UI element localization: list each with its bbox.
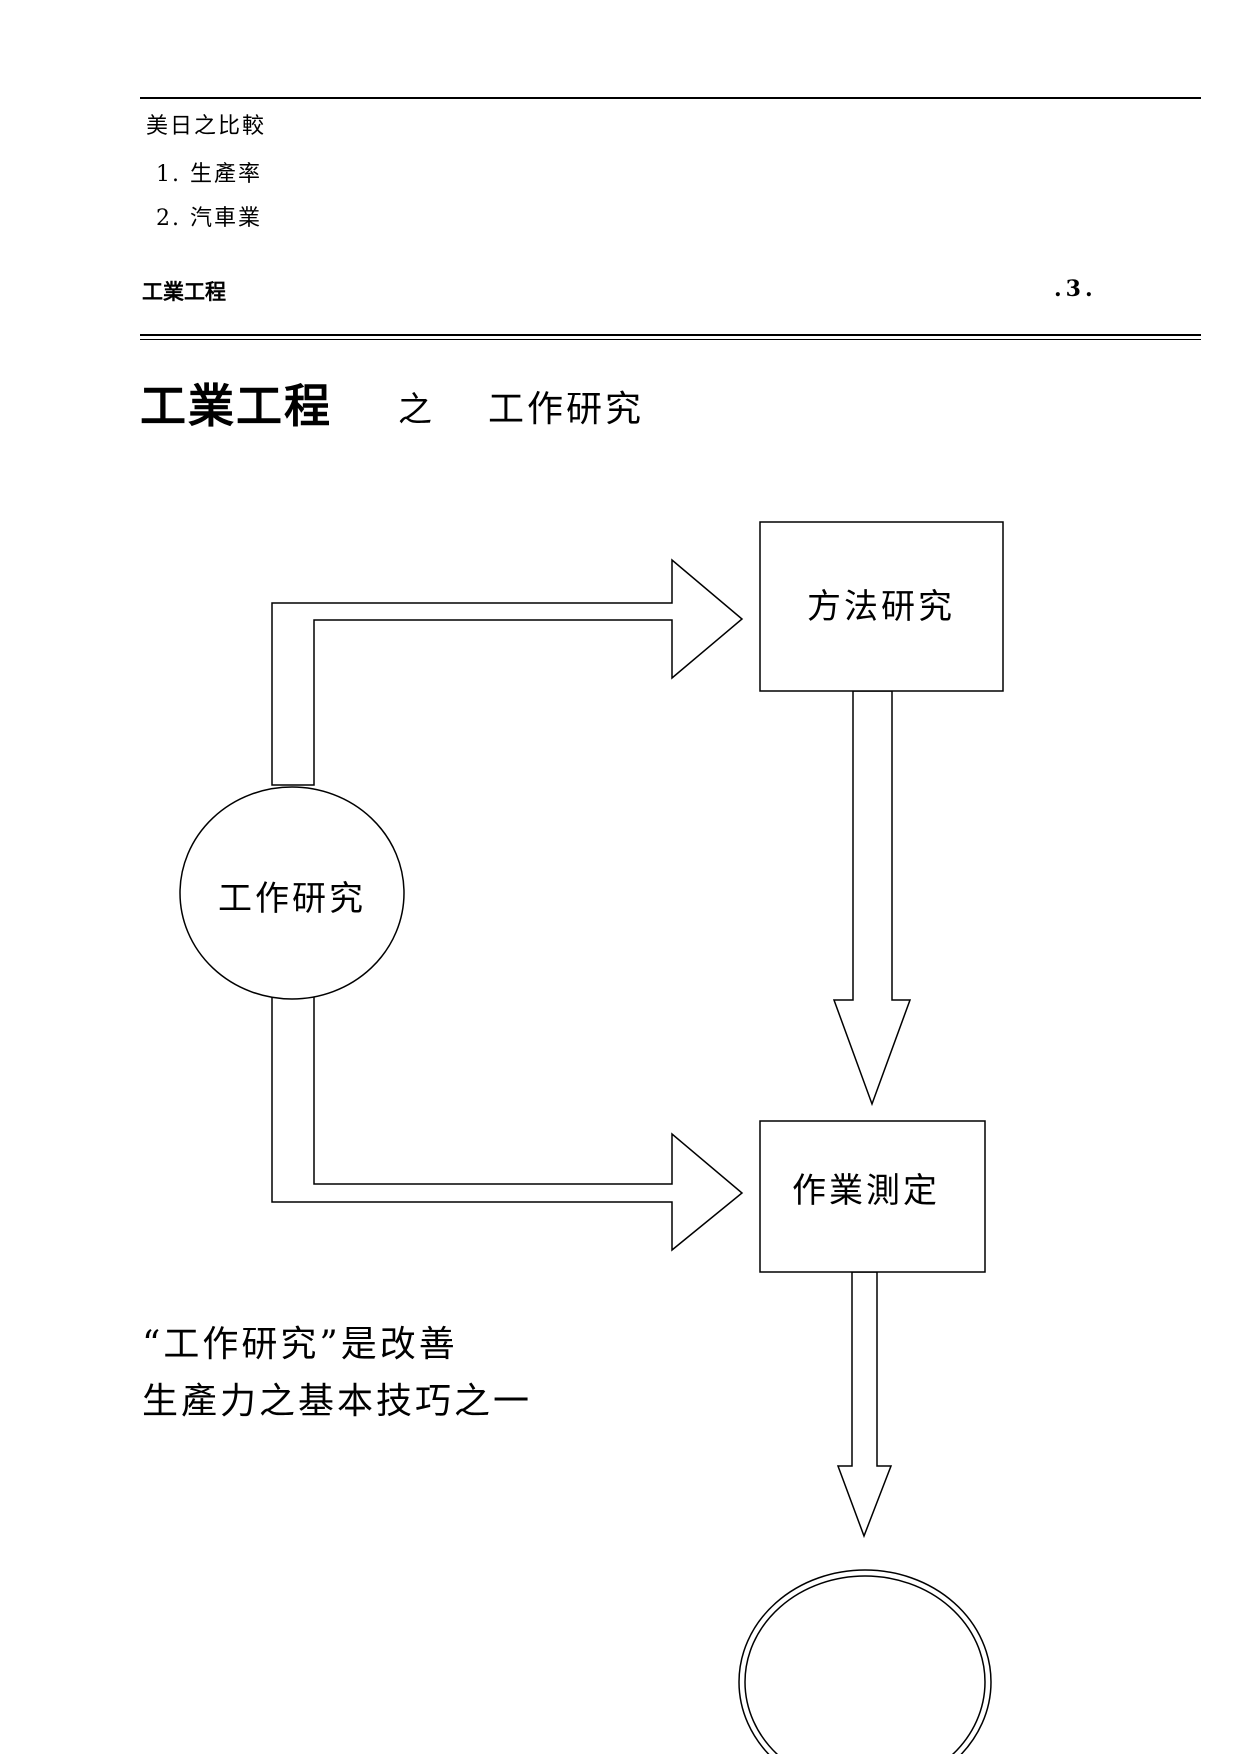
title-connector: 之 (398, 390, 432, 430)
work-study-node (179, 786, 405, 1000)
arrow-to-method-study (271, 558, 744, 786)
header-rule-thick (140, 334, 1201, 336)
toc-item: 2. 汽車業 (156, 206, 262, 231)
arrow-down-to-result (836, 1271, 893, 1539)
arrow-down-to-work-measurement (832, 690, 912, 1107)
toc-heading: 美日之比較 (146, 114, 267, 139)
work-study-label: 工作研究 (218, 879, 366, 919)
arrow-to-work-measurement (271, 984, 744, 1252)
top-rule (140, 97, 1201, 99)
work-measurement-label: 作業測定 (792, 1171, 940, 1211)
page-title: 工業工程 (140, 379, 332, 433)
page-number: .3. (1054, 276, 1097, 302)
note-line-1: “工作研究”是改善 (142, 1324, 458, 1365)
method-study-box (759, 521, 1004, 692)
method-study-label: 方法研究 (807, 587, 955, 627)
result-circle-inner (744, 1575, 986, 1754)
work-measurement-box (759, 1120, 986, 1273)
page-subtitle: 工作研究 (488, 389, 645, 430)
header-rule-thin (140, 339, 1201, 340)
note-line-2: 生產力之基本技巧之一 (142, 1381, 533, 1422)
running-header-title: 工業工程 (142, 280, 226, 304)
toc-item: 1. 生產率 (156, 162, 262, 187)
